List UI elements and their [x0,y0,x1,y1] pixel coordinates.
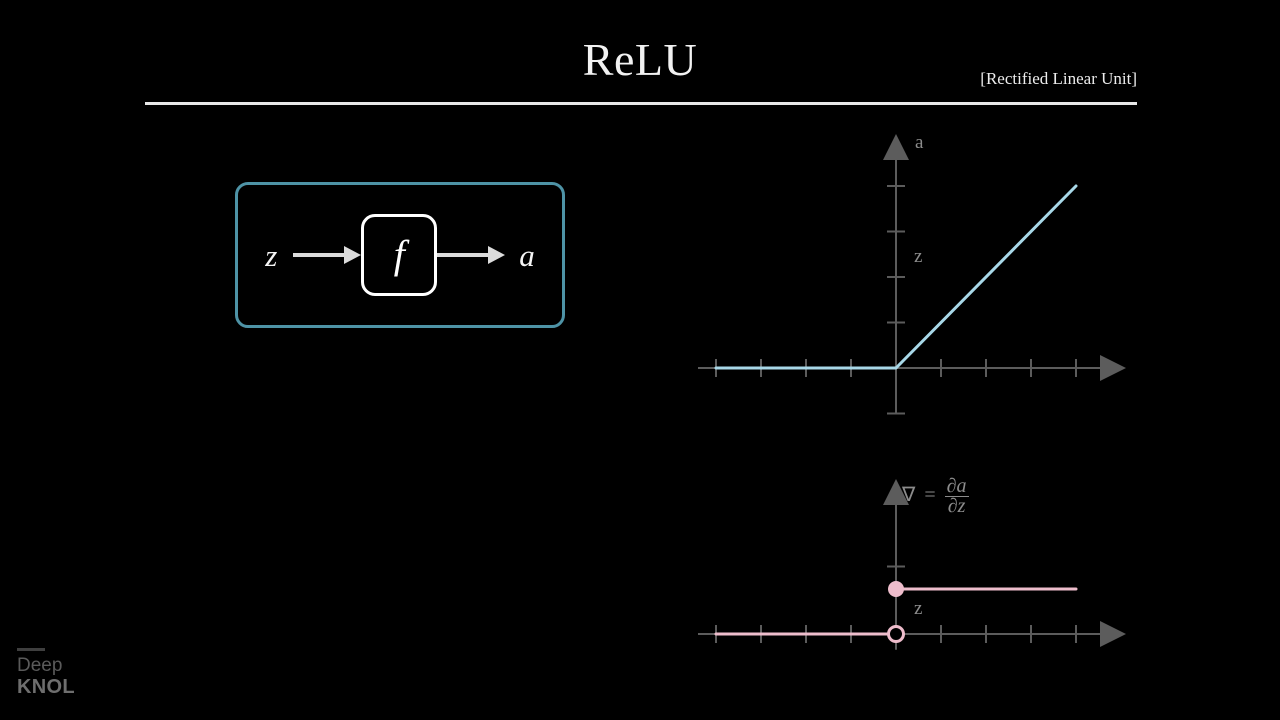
open-endpoint-marker [887,625,905,643]
page-title: ReLU [582,34,698,85]
y-axis-arrowhead [883,479,909,505]
page-subtitle: [Rectified Linear Unit] [980,69,1137,88]
fraction-denominator: ∂z [947,495,966,517]
header-divider [145,102,1137,105]
arrow-shaft [437,253,491,257]
arrow-input-icon [293,246,362,264]
derivative-x-axis-label: z [914,598,923,619]
watermark-bar-icon [17,648,45,651]
derivative-chart: z ∇ = ∂a ∂z [660,465,1180,685]
activation-chart-svg [698,134,1126,415]
x-axis-arrowhead [1100,355,1126,381]
activation-y-axis-label: a [915,132,924,153]
curve-segment [714,184,1078,370]
arrow-head [344,246,362,264]
function-label: f [393,232,405,277]
watermark-line-2: KNOL [17,676,75,698]
activation-axes [698,134,1126,414]
diagram-content: z f a [238,185,562,325]
partial-derivative-fraction: ∂a ∂z [944,475,969,517]
activation-tick-marks [715,185,1077,415]
fraction-numerator: ∂a [944,475,969,497]
activation-curve [714,184,1078,370]
gradient-symbol: ∇ [902,484,916,507]
diagram-input-label: z [265,237,278,273]
function-box: f [361,214,438,296]
diagram-output-label: a [519,237,535,273]
activation-function-chart: z a [660,120,1180,450]
derivative-chart-svg [698,479,1126,650]
header: ReLU [Rectified Linear Unit] [0,0,1280,115]
activation-block-diagram: z f a [235,182,565,328]
watermark-line-1: Deep [17,655,63,676]
arrow-shaft [293,253,347,257]
activation-x-axis-label: z [914,246,923,267]
equals-symbol: = [924,484,936,507]
derivative-curve [714,581,1078,643]
filled-endpoint-marker [888,581,904,597]
y-axis-arrowhead [883,134,909,160]
derivative-y-axis-label: ∇ = ∂a ∂z [902,475,969,517]
arrow-head [488,246,506,264]
arrow-output-icon [437,246,506,264]
watermark-logo: Deep KNOL [17,648,127,698]
x-axis-arrowhead [1100,621,1126,647]
